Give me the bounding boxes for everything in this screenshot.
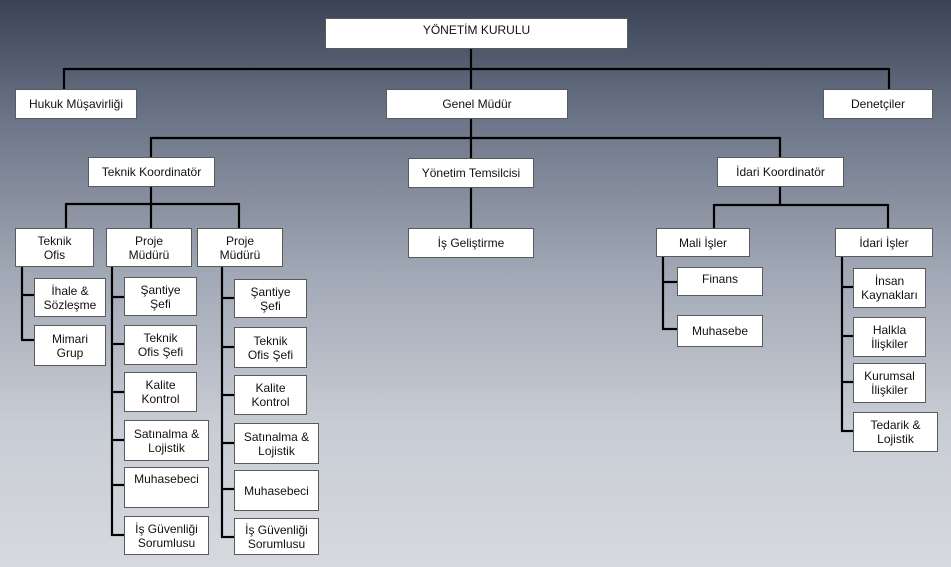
administrative-coordinator-box: İdari Koordinatör bbox=[717, 157, 844, 187]
pm1-quality-control-box: Kalite Kontrol bbox=[124, 372, 197, 412]
pm2-accountant-box: Muhasebeci bbox=[234, 470, 319, 511]
pm1-occupational-safety-box: İş Güvenliği Sorumlusu bbox=[124, 516, 209, 555]
architecture-group-box: Mimari Grup bbox=[34, 325, 106, 366]
business-development-box: İş Geliştirme bbox=[408, 228, 534, 258]
technical-office-box: Teknik Ofis bbox=[15, 228, 94, 267]
pm1-site-chief-box: Şantiye Şefi bbox=[124, 277, 197, 316]
pm2-quality-control-box: Kalite Kontrol bbox=[234, 375, 307, 415]
auditors-box: Denetçiler bbox=[823, 89, 933, 119]
accounting-box: Muhasebe bbox=[677, 315, 763, 347]
tender-contract-box: İhale & Sözleşme bbox=[34, 278, 106, 317]
pm2-site-chief-box: Şantiye Şefi bbox=[234, 279, 307, 318]
human-resources-box: İnsan Kaynakları bbox=[853, 268, 926, 308]
project-manager-2-box: Proje Müdürü bbox=[197, 228, 283, 267]
public-relations-box: Halkla İlişkiler bbox=[853, 317, 926, 357]
technical-coordinator-box: Teknik Koordinatör bbox=[88, 157, 215, 187]
corporate-relations-box: Kurumsal İlişkiler bbox=[853, 363, 926, 403]
supply-logistics-box: Tedarik & Lojistik bbox=[853, 412, 938, 452]
general-manager-box: Genel Müdür bbox=[386, 89, 568, 119]
pm1-technical-office-chief-box: Teknik Ofis Şefi bbox=[124, 325, 197, 365]
pm1-accountant-box: Muhasebeci bbox=[124, 467, 209, 508]
legal-counsel-box: Hukuk Müşavirliği bbox=[15, 89, 137, 119]
pm2-technical-office-chief-box: Teknik Ofis Şefi bbox=[234, 327, 307, 368]
financial-affairs-box: Mali İşler bbox=[656, 228, 750, 257]
administrative-affairs-box: İdari İşler bbox=[835, 228, 933, 257]
project-manager-1-box: Proje Müdürü bbox=[106, 228, 192, 267]
board-box: YÖNETİM KURULU bbox=[325, 18, 628, 49]
pm2-purchasing-logistics-box: Satınalma & Lojistik bbox=[234, 423, 319, 464]
pm1-purchasing-logistics-box: Satınalma & Lojistik bbox=[124, 420, 209, 461]
management-representative-box: Yönetim Temsilcisi bbox=[408, 158, 534, 188]
finance-box: Finans bbox=[677, 267, 763, 296]
pm2-occupational-safety-box: İş Güvenliği Sorumlusu bbox=[234, 518, 319, 555]
